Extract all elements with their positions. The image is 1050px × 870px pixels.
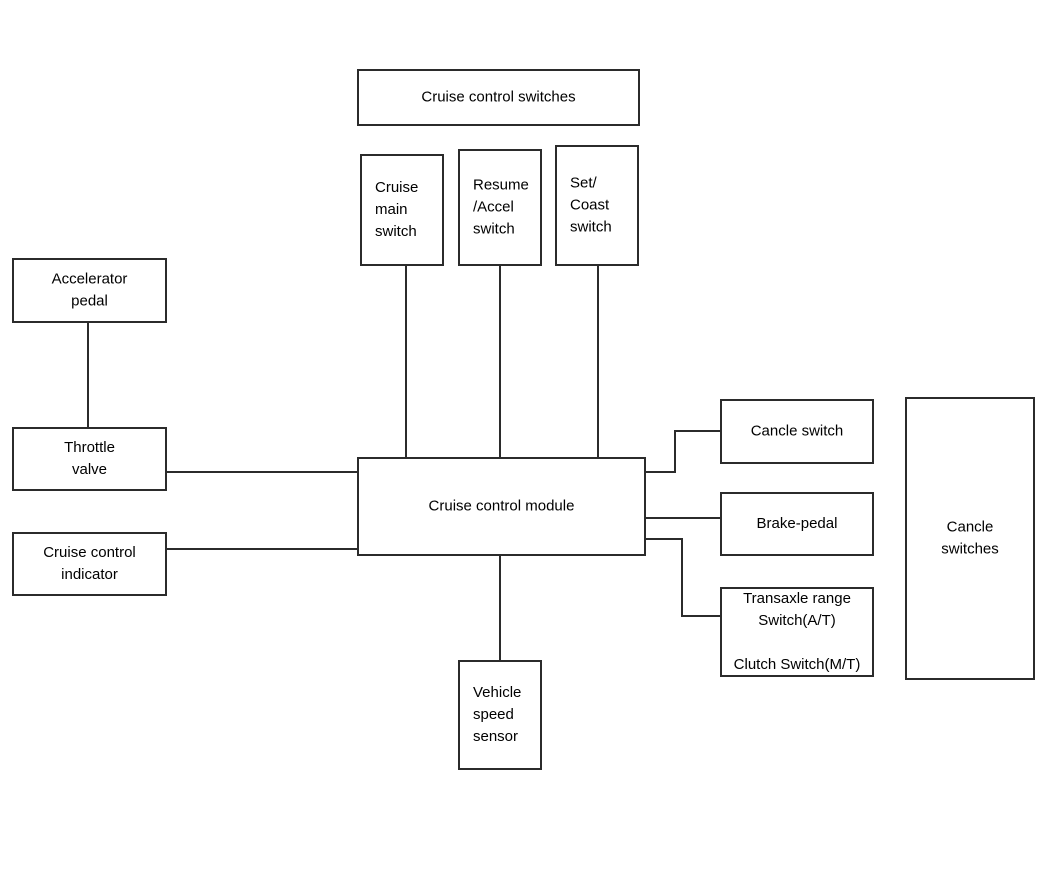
node-throttle-valve[interactable]: Throttle valve xyxy=(12,427,167,491)
node-set-coast-switch[interactable]: Set/Coast switch xyxy=(555,145,639,266)
connector-module-to-transaxle xyxy=(645,538,721,617)
node-label-cancle-switches-group: Cancle xyxy=(947,518,994,535)
node-cruise-control-indicator[interactable]: Cruise control indicator xyxy=(12,532,167,596)
node-label-cruise-control-switches: Cruise control switches xyxy=(421,88,575,105)
node-label-cruise-main-switch: switch xyxy=(375,223,417,240)
node-label-throttle-valve: Throttle xyxy=(64,439,115,456)
node-box-cruise-control-indicator xyxy=(12,532,167,596)
node-label-transaxle-clutch-switch: Switch(A/T) xyxy=(758,612,836,629)
node-label-cruise-control-module: Cruise control module xyxy=(429,497,575,514)
node-label-vehicle-speed-sensor: speed xyxy=(473,706,514,723)
node-label-set-coast-switch: Set/ xyxy=(570,174,598,191)
node-label-vehicle-speed-sensor: Vehicle xyxy=(473,684,521,701)
node-cancle-switches-group[interactable]: Cancle switches xyxy=(905,397,1035,680)
connector-lines-group xyxy=(87,265,721,661)
node-box-resume-accel-switch xyxy=(458,149,542,266)
node-label-cancle-switches-group: switches xyxy=(941,540,999,557)
node-box-cancle-switch xyxy=(720,399,874,464)
node-box-brake-pedal xyxy=(720,492,874,556)
node-cruise-main-switch[interactable]: Cruise main switch xyxy=(360,154,444,266)
node-box-transaxle-clutch-switch xyxy=(720,587,874,677)
connector-module-to-cancle-switch xyxy=(645,430,721,473)
node-box-cancle-switches-group xyxy=(905,397,1035,680)
node-label-cruise-main-switch: main xyxy=(375,201,408,218)
node-label-resume-accel-switch: /Accel xyxy=(473,198,514,215)
node-label-resume-accel-switch: switch xyxy=(473,220,515,237)
node-label-resume-accel-switch: Resume xyxy=(473,176,529,193)
node-box-vehicle-speed-sensor xyxy=(458,660,542,770)
node-box-throttle-valve xyxy=(12,427,167,491)
node-box-accelerator-pedal xyxy=(12,258,167,323)
node-label-cruise-control-indicator: Cruise control xyxy=(43,544,136,561)
node-cancle-switch[interactable]: Cancle switch xyxy=(720,399,874,464)
node-label-cancle-switch: Cancle switch xyxy=(751,422,844,439)
node-cruise-control-switches[interactable]: Cruise control switches xyxy=(357,69,640,126)
node-label-brake-pedal: Brake-pedal xyxy=(757,515,838,532)
node-label-throttle-valve: valve xyxy=(72,461,107,478)
node-accelerator-pedal[interactable]: Accelerator pedal xyxy=(12,258,167,323)
node-box-cruise-control-switches xyxy=(357,69,640,126)
node-label-transaxle-clutch-switch: Transaxle range xyxy=(743,590,851,607)
node-label-transaxle-clutch-switch: Clutch Switch(M/T) xyxy=(734,656,861,673)
node-cruise-control-module[interactable]: Cruise control module xyxy=(357,457,646,556)
node-box-set-coast-switch xyxy=(555,145,639,266)
node-label-accelerator-pedal: pedal xyxy=(71,292,108,309)
node-label-cruise-control-indicator: indicator xyxy=(61,566,118,583)
node-vehicle-speed-sensor[interactable]: Vehicle speed sensor xyxy=(458,660,542,770)
node-box-cruise-main-switch xyxy=(360,154,444,266)
node-label-set-coast-switch: Coast xyxy=(570,196,610,213)
node-label-vehicle-speed-sensor: sensor xyxy=(473,728,518,745)
node-box-cruise-control-module xyxy=(357,457,646,556)
node-label-accelerator-pedal: Accelerator xyxy=(52,270,128,287)
node-label-set-coast-switch: switch xyxy=(570,218,612,235)
node-brake-pedal[interactable]: Brake-pedal xyxy=(720,492,874,556)
diagram-nodes-group: Cruise control switchesCruisemainswitchR… xyxy=(12,69,1035,770)
node-resume-accel-switch[interactable]: Resume/Accel switch xyxy=(458,149,542,266)
node-label-cruise-main-switch: Cruise xyxy=(375,179,418,196)
